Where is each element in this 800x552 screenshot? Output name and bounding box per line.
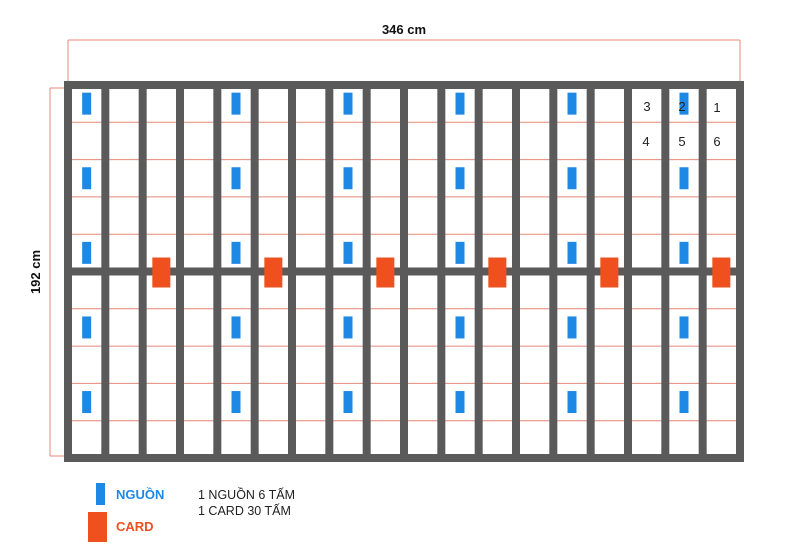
panel-numbering: 3 2 1 4 5 6 <box>642 99 720 149</box>
legend-power-note: 1 NGUỒN 6 TẤM <box>198 487 295 502</box>
legend-card-label: CARD <box>116 519 154 534</box>
power-supply-marker <box>82 167 92 190</box>
card-marker <box>600 257 619 288</box>
power-supply-marker <box>231 167 241 190</box>
card-marker <box>712 257 731 288</box>
power-supply-marker <box>343 92 353 115</box>
card-marker <box>376 257 395 288</box>
power-supply-marker <box>82 241 92 264</box>
power-supply-marker <box>231 241 241 264</box>
frame-rail <box>64 454 744 462</box>
power-supply-marker <box>82 92 92 115</box>
panel-number-1: 1 <box>713 100 720 115</box>
power-supply-marker <box>679 391 689 414</box>
power-supply-marker <box>455 241 465 264</box>
card-marker <box>152 257 171 288</box>
middle-rail <box>64 267 744 276</box>
power-supply-marker <box>343 391 353 414</box>
legend-power-label: NGUỒN <box>116 487 164 502</box>
legend-card-note: 1 CARD 30 TẤM <box>198 503 291 518</box>
power-supply-marker <box>567 92 577 115</box>
power-supply-marker <box>82 391 92 414</box>
power-supply-marker <box>343 241 353 264</box>
legend-power-swatch <box>96 483 105 505</box>
power-supply-marker <box>455 316 465 339</box>
power-supply-marker <box>231 391 241 414</box>
marker-layer <box>82 92 731 414</box>
power-supply-marker <box>679 92 689 115</box>
height-dimension: 192 cm <box>28 87 66 457</box>
card-marker <box>264 257 283 288</box>
panel-number-6: 6 <box>713 134 720 149</box>
panel-number-4: 4 <box>642 134 649 149</box>
width-dimension: 346 cm <box>67 22 741 84</box>
power-supply-marker <box>343 316 353 339</box>
frame-rail <box>64 81 744 89</box>
panel-number-5: 5 <box>678 134 685 149</box>
power-supply-marker <box>231 316 241 339</box>
power-supply-marker <box>455 391 465 414</box>
card-marker <box>488 257 507 288</box>
power-supply-marker <box>567 316 577 339</box>
power-supply-marker <box>231 92 241 115</box>
width-label: 346 cm <box>382 22 426 37</box>
power-supply-marker <box>455 167 465 190</box>
power-supply-marker <box>567 391 577 414</box>
power-supply-marker <box>343 167 353 190</box>
panel-number-3: 3 <box>643 99 650 114</box>
panel-number-2: 2 <box>678 99 685 114</box>
power-supply-marker <box>679 167 689 190</box>
height-label: 192 cm <box>28 250 43 294</box>
power-supply-marker <box>679 316 689 339</box>
legend-card-swatch <box>88 512 107 542</box>
power-supply-marker <box>455 92 465 115</box>
power-supply-marker <box>82 316 92 339</box>
panel-grid <box>64 81 744 462</box>
power-supply-marker <box>567 167 577 190</box>
legend: NGUỒN CARD 1 NGUỒN 6 TẤM 1 CARD 30 TẤM <box>88 483 295 542</box>
power-supply-marker <box>679 241 689 264</box>
power-supply-marker <box>567 241 577 264</box>
